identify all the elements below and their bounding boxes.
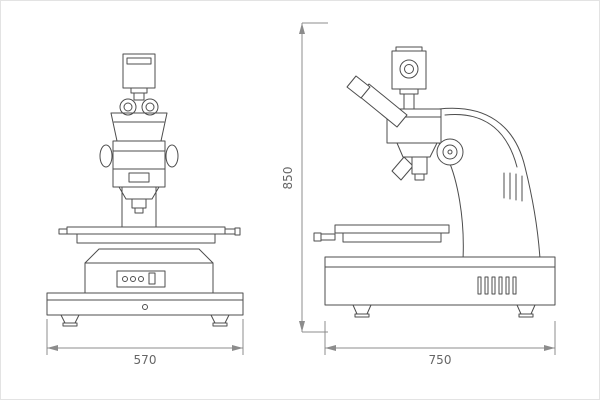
fv-head — [110, 112, 168, 142]
sv-arm-vents — [503, 172, 523, 202]
sv-foot-right — [516, 304, 536, 318]
sv-base-vents — [477, 276, 517, 295]
fv-focus-knob-right — [165, 144, 179, 168]
dimension-height-label: 850 — [281, 167, 295, 190]
fv-column — [121, 186, 157, 228]
dimension-side-depth-label: 750 — [429, 353, 452, 367]
dimension-front-width-label: 570 — [134, 353, 157, 367]
sv-foot-left — [352, 304, 372, 318]
fv-focus-knob-left — [99, 144, 113, 168]
fv-body — [99, 140, 179, 188]
fv-stage — [58, 226, 241, 244]
fv-stage-handle — [224, 228, 236, 235]
sv-arm — [438, 107, 541, 260]
sv-base — [324, 256, 556, 318]
sv-eyepiece-tube — [346, 75, 408, 128]
fv-base-indicator — [142, 304, 148, 310]
fv-foot-right — [210, 314, 230, 327]
fv-foot-left — [60, 314, 80, 327]
fv-camera — [122, 53, 156, 101]
sv-stage — [313, 224, 450, 243]
sv-illuminator-knob — [436, 138, 464, 166]
fv-control-panel — [116, 270, 166, 288]
side-view — [313, 46, 556, 318]
sv-nosepiece-objectives — [391, 142, 438, 181]
sv-stage-knobs — [313, 232, 336, 242]
fv-stage-clamp — [58, 228, 68, 235]
dimension-side-depth: 750 — [324, 321, 556, 367]
fv-pedestal — [84, 248, 214, 294]
sv-camera — [391, 46, 427, 110]
dimension-front-width: 570 — [46, 319, 244, 367]
front-view — [46, 53, 244, 327]
dimension-height: 850 — [281, 22, 328, 333]
fv-eyepieces — [119, 98, 159, 116]
fv-base — [46, 292, 244, 327]
fv-nosepiece-objective — [118, 186, 160, 214]
